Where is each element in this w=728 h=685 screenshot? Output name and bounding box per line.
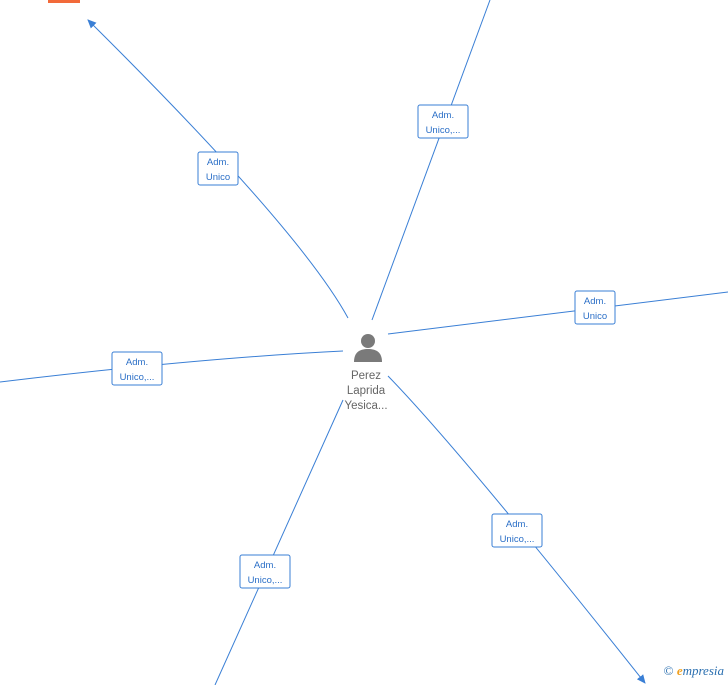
center-name-line-1: Perez [351,370,381,382]
edge-label-line-1: Adm. [207,157,229,168]
edge-label-line-2: Unico,... [426,125,461,136]
edge-label-n[interactable]: Adm. Unico,... [417,104,469,139]
center-name-line-2: Laprida [347,385,386,397]
edge-label-line-2: Unico [583,311,607,322]
edge-label-e[interactable]: Adm. Unico [574,290,616,325]
copyright-symbol: © [663,663,674,678]
company-node[interactable] [48,0,80,3]
edge-label-nw[interactable]: Adm. Unico [197,151,239,186]
edge-label-line-1: Adm. [584,296,606,307]
person-icon [354,334,382,362]
edge-label-line-2: Unico,... [120,372,155,383]
edge-sw[interactable] [214,399,344,685]
edge-nw[interactable] [87,19,349,319]
edge-se[interactable] [387,375,646,684]
edge-label-sw[interactable]: Adm. Unico,... [239,554,291,589]
empresia-watermark: © empresia [664,663,724,679]
empresia-logo-initial: e [676,663,683,678]
edge-n[interactable] [371,0,491,321]
building-icon [48,0,80,3]
edge-label-line-1: Adm. [254,560,276,571]
edge-label-line-2: Unico [206,172,230,183]
center-person-node[interactable]: Perez Laprida Yesica... [344,334,388,412]
edge-label-w[interactable]: Adm. Unico,... [111,351,163,386]
edge-label-line-1: Adm. [506,519,528,530]
center-name-line-3: Yesica... [344,400,387,412]
edge-e[interactable] [387,291,728,335]
edge-w[interactable] [0,350,344,383]
edge-label-line-2: Unico,... [248,575,283,586]
edge-label-se[interactable]: Adm. Unico,... [491,513,543,548]
edge-label-line-1: Adm. [126,357,148,368]
empresia-logo-text: mpresia [682,663,724,678]
edge-label-line-2: Unico,... [500,534,535,545]
edge-label-line-1: Adm. [432,110,454,121]
